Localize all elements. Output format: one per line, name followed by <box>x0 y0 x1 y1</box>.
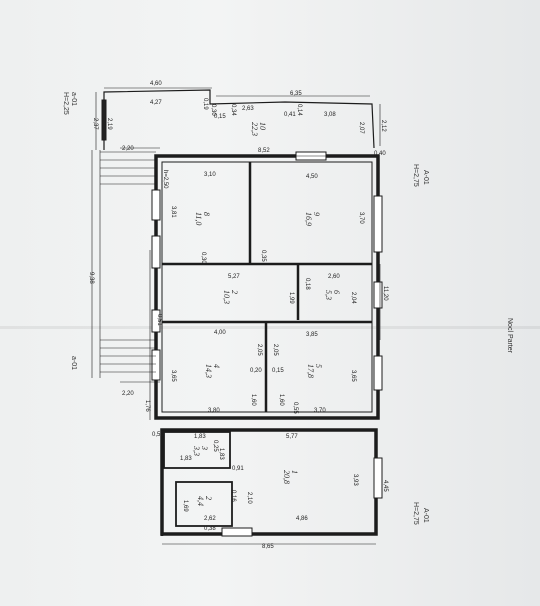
room-9-area: 16,9 <box>304 212 313 226</box>
dim-top-014: 0,14 <box>296 104 302 116</box>
room-4-num: 4 <box>212 364 221 368</box>
dim-right-207: 2,07 <box>358 122 364 134</box>
dim-050: 0,50 <box>152 432 164 438</box>
dim-365a: 3,65 <box>170 370 176 382</box>
dim-right-212: 2,12 <box>380 120 386 132</box>
dim-038: 0,38 <box>204 526 216 532</box>
room-2b-area: 4,4 <box>196 496 205 506</box>
dim-262: 2,62 <box>204 516 216 522</box>
dim-018: 0,18 <box>304 278 310 290</box>
dim-035: 0,35 <box>260 250 266 262</box>
room-6-num: 6 <box>332 290 341 294</box>
dim-199: 1,99 <box>288 292 294 304</box>
dim-210: 2,10 <box>246 492 252 504</box>
dim-310: 3,10 <box>204 172 216 178</box>
dim-030: 0,30 <box>200 252 206 264</box>
dim-top-263: 2,63 <box>242 106 254 112</box>
section-a01-top: a-01 <box>70 92 77 106</box>
dim-015: 0,15 <box>272 368 284 374</box>
dim-220-top: 2,20 <box>122 146 134 152</box>
dim-1120: 11,20 <box>382 286 388 301</box>
dim-385: 3,85 <box>306 332 318 338</box>
paper-fold <box>0 326 540 329</box>
room-6-area: 5,3 <box>324 290 333 300</box>
dim-top-030: 0,30 <box>210 104 216 116</box>
dim-169: 1,69 <box>182 500 188 512</box>
height-left: h=2,50 <box>162 170 168 189</box>
dim-852: 8,52 <box>258 148 270 154</box>
dim-400: 4,00 <box>214 330 226 336</box>
dim-183c: 1,83 <box>218 448 224 460</box>
section-A01-bot: A-01 <box>422 508 429 523</box>
dim-393: 3,93 <box>352 474 358 486</box>
dim-top-inner: 4,27 <box>150 100 162 106</box>
dim-183a: 1,83 <box>194 434 206 440</box>
dim-091: 0,91 <box>232 466 244 472</box>
room-1-num: 1 <box>290 470 299 474</box>
dim-183b: 1,83 <box>180 456 192 462</box>
dim-450: 4,50 <box>306 174 318 180</box>
room-2-area: 10,3 <box>222 290 231 304</box>
section-A01-right: A-01 <box>422 170 429 185</box>
room-4-area: 14,3 <box>204 364 213 378</box>
section-H275-bot: H=2,75 <box>412 502 419 525</box>
dim-205b: 2,05 <box>272 344 278 356</box>
dim-260: 2,60 <box>328 274 340 280</box>
dim-486: 4,86 <box>296 516 308 522</box>
dim-865: 8,65 <box>262 544 274 550</box>
dim-938: 9,38 <box>88 272 94 284</box>
dim-055: 0,55 <box>292 402 298 414</box>
dim-220-bot: 2,20 <box>122 391 134 397</box>
room-5-num: 5 <box>314 364 323 368</box>
dim-527: 5,27 <box>228 274 240 280</box>
dim-205a: 2,05 <box>256 344 262 356</box>
dim-370: 3,70 <box>358 212 364 224</box>
room-5-area: 17,8 <box>306 364 315 378</box>
dim-577: 5,77 <box>286 434 298 440</box>
dim-016: 0,16 <box>230 490 236 502</box>
top-annex-post <box>101 99 107 141</box>
room-8-num: 8 <box>202 212 211 216</box>
dim-top-019: 0,19 <box>202 98 208 110</box>
room-10-area: 22,3 <box>250 122 259 136</box>
dim-160a: 1,60 <box>250 394 256 406</box>
dim-top-635: 6,35 <box>290 91 302 97</box>
dim-left-237: 2,37 <box>92 118 98 130</box>
room-10-num: 10 <box>258 122 267 130</box>
plan-note: Nocl Parter <box>506 318 513 354</box>
dim-top-total: 4,60 <box>150 81 162 87</box>
room-3-num: 3 <box>200 445 209 450</box>
room-8-area: 11,0 <box>194 212 203 225</box>
dim-381: 3,81 <box>170 206 176 218</box>
room-2-num: 2 <box>230 290 239 294</box>
stairs <box>99 150 156 378</box>
dim-025: 0,25 <box>212 440 218 452</box>
dim-204: 2,04 <box>350 292 356 304</box>
dim-051: 0,51 <box>156 314 162 326</box>
room-1-area: 20,8 <box>282 470 291 484</box>
dim-380: 3,80 <box>208 408 220 414</box>
dim-top-015: 0,15 <box>214 114 226 120</box>
top-annex-outline <box>103 89 375 150</box>
room-2b-num: 2 <box>204 496 213 500</box>
dim-top-034: 0,34 <box>230 104 236 116</box>
dim-370b: 3,70 <box>314 408 326 414</box>
room-9-num: 9 <box>312 212 321 216</box>
room-3-area: 3,3 <box>192 445 201 456</box>
dim-176: 1,76 <box>144 400 150 412</box>
dim-445: 4,45 <box>382 480 388 492</box>
section-a01-mid: a-01 <box>70 356 77 370</box>
section-h225-top: H=2,25 <box>62 92 69 115</box>
section-H275-right: H=2,75 <box>412 164 419 187</box>
dim-top-041: 0,41 <box>284 112 296 118</box>
dim-left-219: 2,19 <box>106 118 112 130</box>
dim-160b: 1,60 <box>278 394 284 406</box>
dim-040: 0,40 <box>374 151 386 157</box>
dim-020: 0,20 <box>250 368 262 374</box>
dim-365b: 3,65 <box>350 370 356 382</box>
dim-top-308: 3,08 <box>324 112 336 118</box>
